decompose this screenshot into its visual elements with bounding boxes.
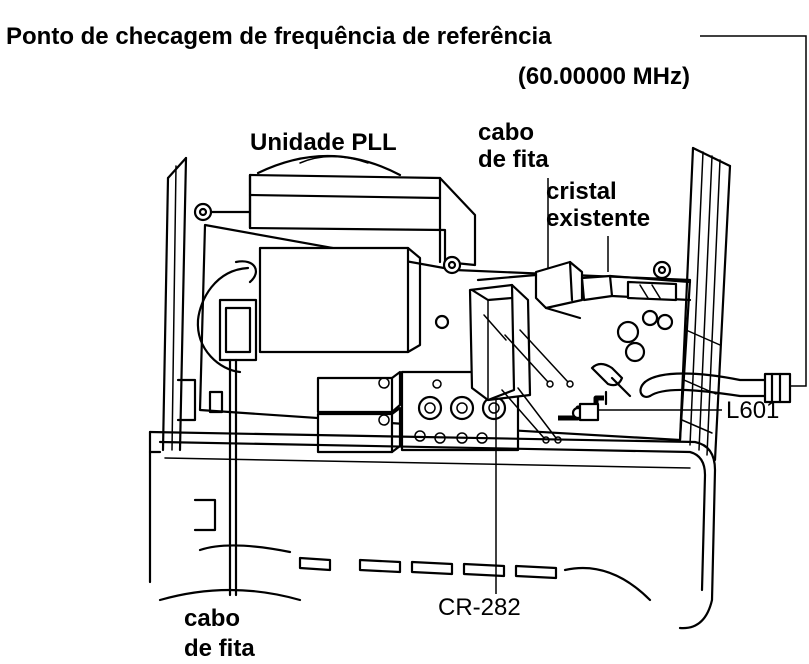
- bottom-ribbon-cable-label-line1: cabo: [184, 605, 240, 632]
- leader-lines: [495, 35, 807, 594]
- radio-chassis-drawing: [148, 146, 792, 630]
- l601-label: L601: [726, 397, 779, 424]
- top-ribbon-cable-label-line1: cabo: [478, 119, 534, 146]
- existing-crystal-label-line1: cristal: [546, 178, 617, 205]
- frequency-label: (60.00000 MHz): [518, 63, 690, 90]
- bottom-ribbon-cable-label-line2: de fita: [184, 635, 255, 662]
- checkpoint-label: Ponto de checagem de frequência de refer…: [6, 23, 552, 50]
- top-ribbon-cable-label-line2: de fita: [478, 146, 549, 173]
- cr282-label: CR-282: [438, 594, 521, 621]
- pll-unit-label: Unidade PLL: [250, 129, 397, 156]
- existing-crystal-label-line2: existente: [546, 205, 650, 232]
